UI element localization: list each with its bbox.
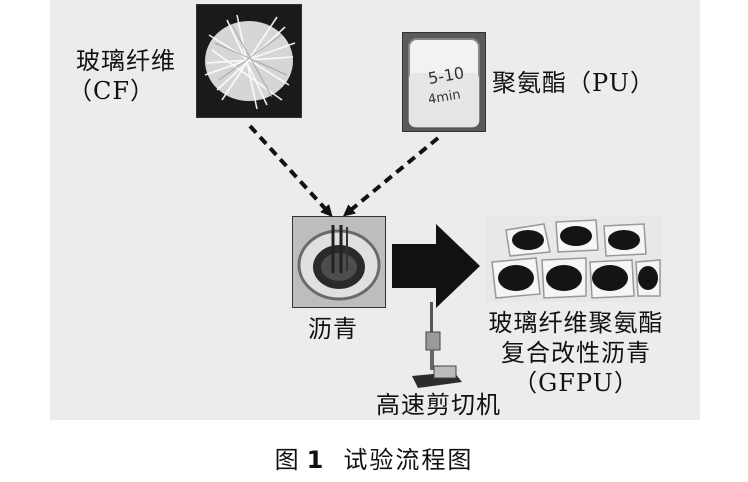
glass-fiber-image — [197, 5, 301, 117]
shear-machine-label: 高速剪切机 — [376, 391, 501, 419]
caption-title: 试验流程图 — [343, 446, 474, 474]
jar-text-2: 4min — [427, 87, 462, 107]
samples-image — [486, 216, 662, 302]
figure-panel — [50, 0, 700, 420]
polyurethane-label: 聚氨酯（PU） — [492, 69, 655, 97]
asphalt-image — [293, 217, 385, 307]
glass-fiber-label: 玻璃纤维 （CF） — [68, 47, 176, 105]
shear-machine-image — [412, 302, 462, 388]
process-arrow — [392, 224, 480, 308]
asphalt-label: 沥青 — [308, 315, 358, 343]
product-label: 玻璃纤维聚氨酯 复合改性沥青 （GFPU） — [488, 309, 664, 397]
polyurethane-photo: 5-10 4min — [402, 32, 486, 132]
caption-prefix: 图 — [274, 446, 301, 474]
dashed-arrow-fiber — [248, 124, 333, 217]
product-photo — [486, 216, 662, 302]
beaker-image: 5-10 4min — [403, 33, 485, 131]
caption-number: 1 — [306, 446, 326, 474]
glass-fiber-photo — [196, 4, 302, 118]
asphalt-photo — [292, 216, 386, 308]
dashed-arrow-pu — [342, 136, 440, 217]
